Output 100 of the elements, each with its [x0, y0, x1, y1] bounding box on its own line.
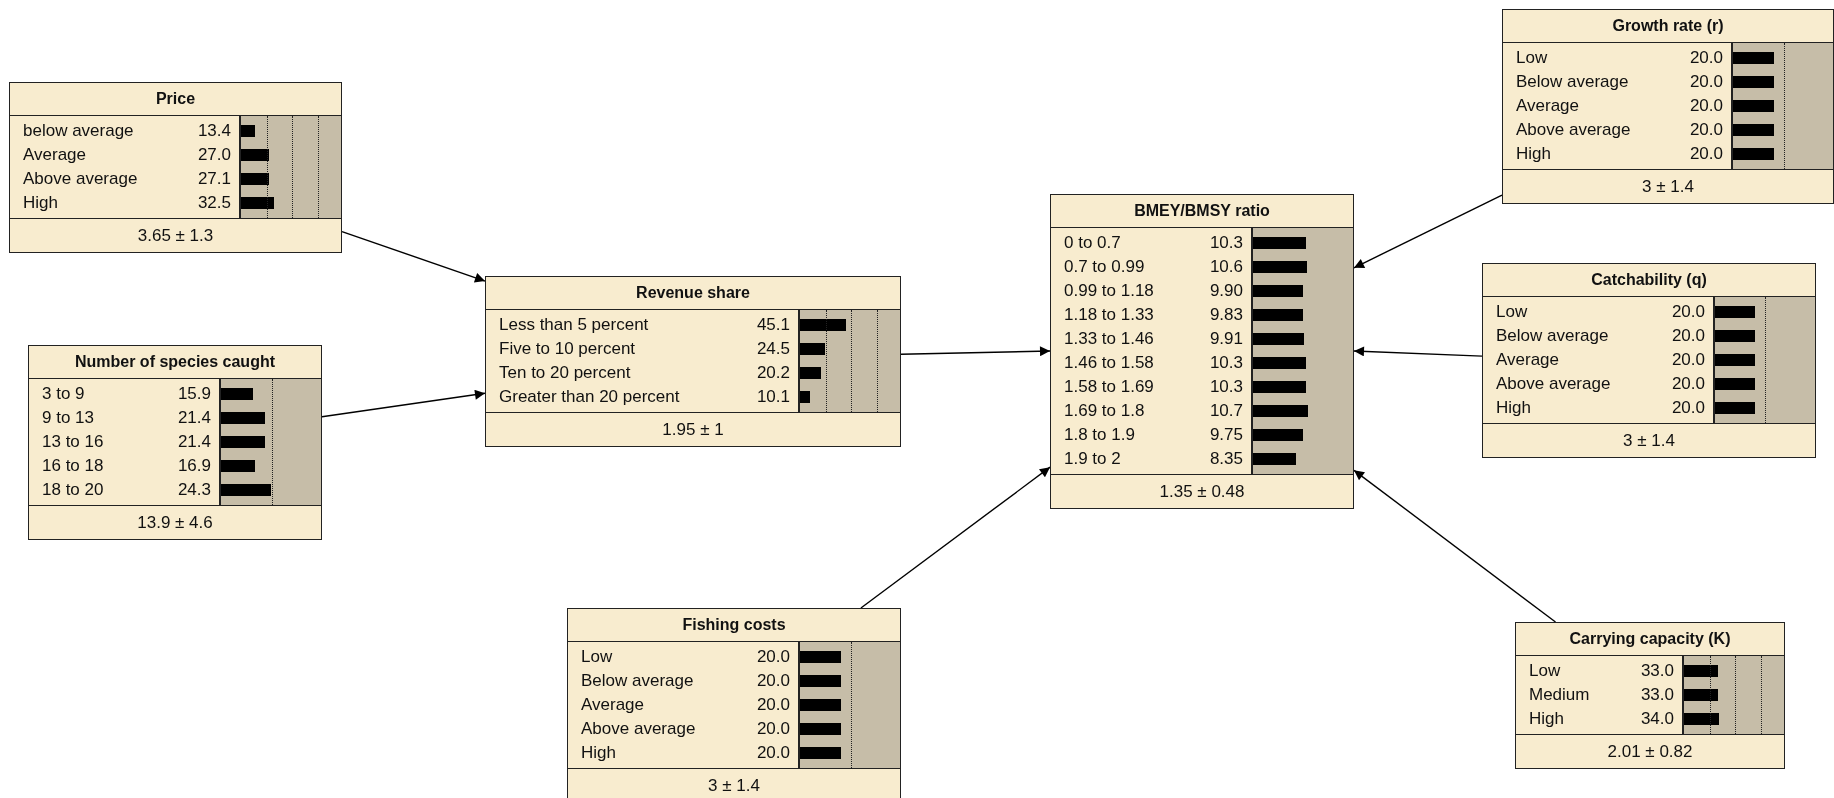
state-label: 16 to 18 [42, 455, 105, 478]
state-label: High [1516, 143, 1552, 166]
probability-value: 9.75 [1209, 424, 1243, 447]
probability-value: 20.0 [756, 694, 790, 717]
state-label: Above average [23, 168, 139, 191]
expected-value: 1.95 ± 1 [662, 418, 724, 441]
state-label: Low [1496, 301, 1529, 324]
probability-value: 20.0 [1689, 47, 1723, 70]
probability-value: 27.1 [197, 168, 231, 191]
probability-value: 20.0 [1671, 373, 1705, 396]
state-label: Greater than 20 percent [499, 386, 681, 409]
belief-node-box [1502, 9, 1834, 204]
arrow [1353, 469, 1557, 623]
state-label: Low [581, 646, 614, 669]
state-label: High [1496, 397, 1532, 420]
state-label: High [23, 192, 59, 215]
probability-value: 10.7 [1209, 400, 1243, 423]
arrow [860, 466, 1051, 609]
probability-value: 20.0 [1689, 119, 1723, 142]
probability-value: 24.3 [177, 479, 211, 502]
belief-node-box [1515, 622, 1785, 769]
probability-value: 45.1 [756, 314, 790, 337]
node-title: Number of species caught [74, 352, 275, 372]
expected-value: 13.9 ± 4.6 [137, 511, 213, 534]
state-label: Less than 5 percent [499, 314, 650, 337]
probability-value: 34.0 [1640, 708, 1674, 731]
state-label: Five to 10 percent [499, 338, 637, 361]
node-title: Catchability (q) [1591, 270, 1707, 290]
probability-value: 21.4 [177, 431, 211, 454]
probability-value: 10.6 [1209, 256, 1243, 279]
state-label: Above average [1496, 373, 1612, 396]
state-label: 1.9 to 2 [1064, 448, 1122, 471]
probability-value: 20.2 [756, 362, 790, 385]
state-label: 1.46 to 1.58 [1064, 352, 1155, 375]
probability-value: 20.0 [1689, 95, 1723, 118]
probability-value: 27.0 [197, 144, 231, 167]
node-title: Fishing costs [682, 615, 786, 635]
state-label: High [1529, 708, 1565, 731]
probability-value: 20.0 [1671, 325, 1705, 348]
state-label: Average [1496, 349, 1560, 372]
probability-value: 13.4 [197, 120, 231, 143]
probability-value: 21.4 [177, 407, 211, 430]
probability-value: 20.0 [756, 646, 790, 669]
arrow [1353, 194, 1503, 269]
expected-value: 3.65 ± 1.3 [137, 224, 214, 247]
state-label: 0.99 to 1.18 [1064, 280, 1155, 303]
arrow [321, 389, 486, 418]
probability-value: 10.1 [756, 386, 790, 409]
state-label: Low [1516, 47, 1549, 70]
probability-value: 20.0 [756, 670, 790, 693]
probability-value: 9.90 [1209, 280, 1243, 303]
expected-value: 2.01 ± 0.82 [1607, 740, 1693, 763]
probability-value: 32.5 [197, 192, 231, 215]
probability-value: 8.35 [1209, 448, 1243, 471]
belief-node-box [1482, 263, 1816, 458]
state-label: Below average [581, 670, 695, 693]
probability-value: 9.91 [1209, 328, 1243, 351]
probability-value: 10.3 [1209, 376, 1243, 399]
probability-value: 33.0 [1640, 684, 1674, 707]
state-label: Above average [1516, 119, 1632, 142]
state-label: 3 to 9 [42, 383, 86, 406]
state-label: Medium [1529, 684, 1591, 707]
probability-value: 16.9 [177, 455, 211, 478]
state-label: Below average [1496, 325, 1610, 348]
belief-node-box [28, 345, 322, 540]
probability-value: 10.3 [1209, 232, 1243, 255]
state-label: 1.18 to 1.33 [1064, 304, 1155, 327]
node-title: Revenue share [636, 283, 750, 303]
state-label: Ten to 20 percent [499, 362, 632, 385]
state-label: 18 to 20 [42, 479, 105, 502]
state-label: 0.7 to 0.99 [1064, 256, 1146, 279]
arrow [900, 346, 1051, 357]
probability-value: 20.0 [756, 718, 790, 741]
probability-value: 15.9 [177, 383, 211, 406]
belief-node-box [1050, 194, 1354, 509]
probability-value: 10.3 [1209, 352, 1243, 375]
state-label: below average [23, 120, 135, 143]
probability-value: 20.0 [1689, 143, 1723, 166]
belief-node-box [485, 276, 901, 447]
probability-value: 24.5 [756, 338, 790, 361]
belief-node-box [567, 608, 901, 798]
state-label: High [581, 742, 617, 765]
probability-value: 20.0 [1689, 71, 1723, 94]
state-label: Average [581, 694, 645, 717]
state-label: Low [1529, 660, 1562, 683]
state-label: 13 to 16 [42, 431, 105, 454]
expected-value: 3 ± 1.4 [1623, 429, 1675, 452]
state-label: Average [23, 144, 87, 167]
arrow [1353, 346, 1483, 357]
belief-node-box [9, 82, 342, 253]
state-label: 9 to 13 [42, 407, 95, 430]
state-label: 1.33 to 1.46 [1064, 328, 1155, 351]
state-label: Above average [581, 718, 697, 741]
state-label: 1.69 to 1.8 [1064, 400, 1146, 423]
expected-value: 1.35 ± 0.48 [1159, 480, 1245, 503]
node-title: BMEY/BMSY ratio [1134, 201, 1270, 221]
probability-value: 20.0 [1671, 301, 1705, 324]
node-title: Price [155, 89, 196, 109]
state-label: Below average [1516, 71, 1630, 94]
expected-value: 3 ± 1.4 [1642, 175, 1694, 198]
